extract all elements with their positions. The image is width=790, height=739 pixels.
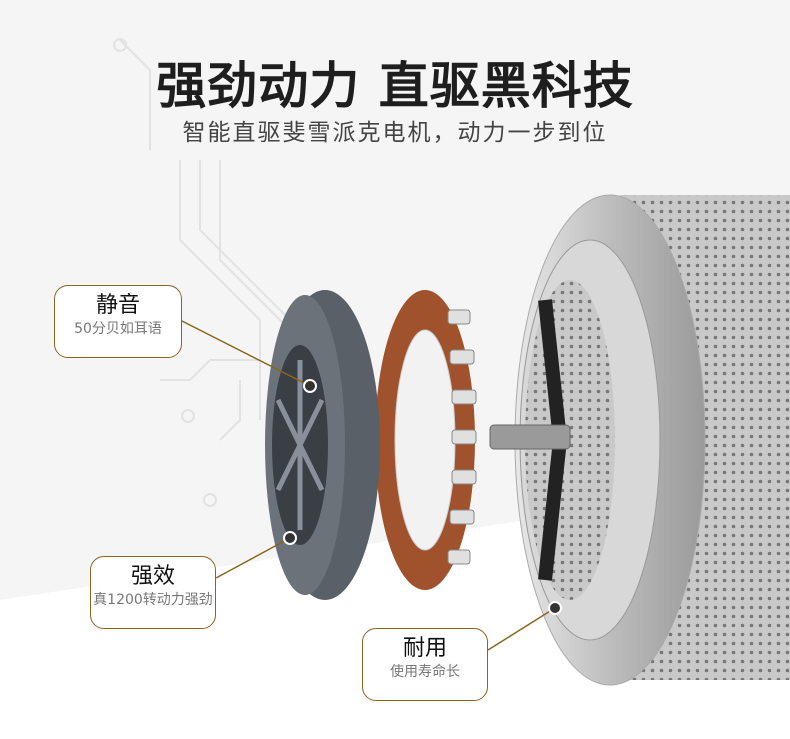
callout-leaders — [181, 320, 562, 651]
callout-quiet: 静音 50分贝如耳语 — [54, 285, 182, 358]
callout-durable: 耐用 使用寿命长 — [362, 628, 488, 701]
callout-desc: 使用寿命长 — [390, 664, 460, 680]
stator — [375, 290, 477, 590]
callout-desc: 50分贝如耳语 — [74, 321, 162, 337]
rotor — [265, 290, 380, 600]
callout-title: 耐用 — [402, 636, 447, 661]
page-subtitle: 智能直驱斐雪派克电机，动力一步到位 — [182, 120, 608, 146]
washer-drum — [489, 194, 790, 686]
callout-title: 静音 — [95, 293, 140, 318]
page-title: 强劲动力 直驱黑科技 — [156, 57, 634, 115]
callout-efficient: 强效 真1200转动力强劲 — [90, 556, 216, 629]
callout-title: 强效 — [130, 564, 175, 589]
callout-desc: 真1200转动力强劲 — [93, 592, 213, 608]
